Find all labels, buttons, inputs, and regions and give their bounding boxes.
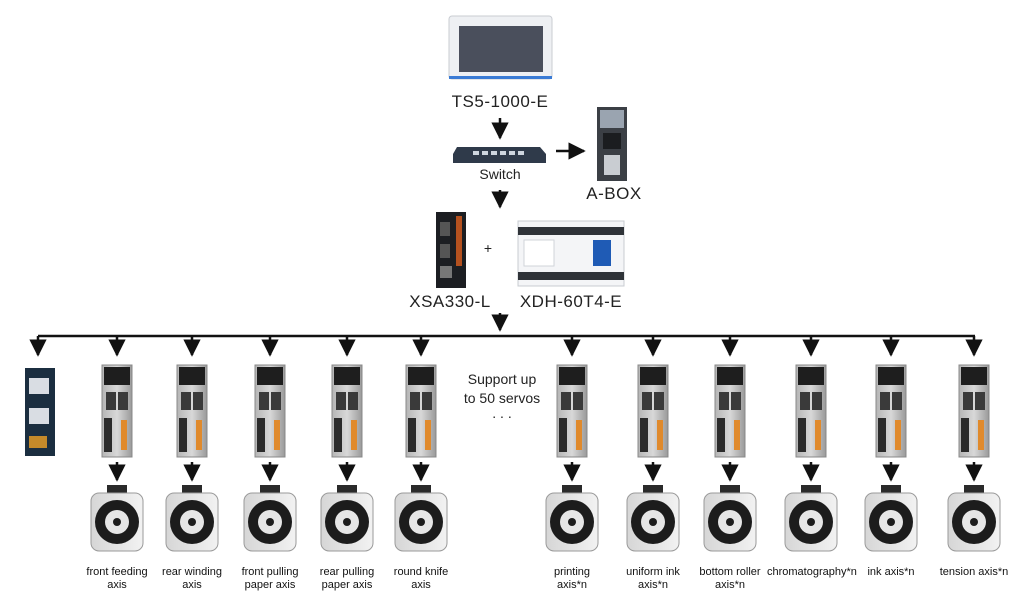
axis-label-line1: uniform ink — [626, 566, 680, 578]
servo-drive — [958, 364, 990, 458]
servo-motor — [947, 485, 1001, 552]
axis-label-line1: tension axis*n — [939, 566, 1009, 578]
servo-motor — [320, 485, 374, 552]
axis-label-line1: rear pulling — [319, 566, 375, 578]
servo-drive — [331, 364, 363, 458]
servo-motor — [165, 485, 219, 552]
axis-label-line2: axis — [182, 579, 202, 591]
axis-label: tension axis*n — [930, 566, 1018, 579]
servo-drive — [875, 364, 907, 458]
remote-io-module — [25, 368, 55, 456]
axis-label-line1: bottom roller — [699, 566, 761, 578]
abox-label: A-BOX — [586, 184, 642, 203]
axis-label-line2: axis — [411, 579, 431, 591]
plus-sign: + — [483, 240, 493, 256]
axis-label-line2: paper axis — [321, 579, 373, 591]
servo-drive — [176, 364, 208, 458]
axis-label-line1: ink axis*n — [867, 566, 915, 578]
hmi-device — [448, 15, 553, 80]
controller-label: XSA330-L — [409, 292, 491, 311]
servo-motor — [626, 485, 680, 552]
servo-motor — [90, 485, 144, 552]
servo-drive — [795, 364, 827, 458]
servo-drive — [254, 364, 286, 458]
axis-label-line2: axis*n — [638, 579, 668, 591]
servo-motor — [784, 485, 838, 552]
servo-motor — [394, 485, 448, 552]
axis-label-line1: rear winding — [162, 566, 222, 578]
axis-label-line1: printing — [553, 566, 591, 578]
axis-label: chromatography*n — [767, 566, 857, 579]
servo-limit-ellipsis: . . . — [492, 405, 512, 421]
axis-label-line1: chromatography*n — [767, 566, 857, 578]
axis-label-line1: front feeding — [86, 566, 148, 578]
servo-drive — [714, 364, 746, 458]
servo-limit-note-line1: Support up — [467, 371, 537, 387]
servo-limit-note-line2: to 50 servos — [463, 390, 541, 406]
switch-device — [453, 147, 546, 163]
axis-label-line2: paper axis — [244, 579, 296, 591]
switch-label: Switch — [479, 166, 521, 182]
servo-drive — [405, 364, 437, 458]
axis-label-line2: axis*n — [557, 579, 587, 591]
axis-label-line1: round knife — [393, 566, 449, 578]
servo-drive — [101, 364, 133, 458]
servo-drive — [556, 364, 588, 458]
axis-label-line2: axis*n — [715, 579, 745, 591]
plc-label: XDH-60T4-E — [519, 292, 623, 311]
axis-label-line2: axis — [107, 579, 127, 591]
hmi-label: TS5-1000-E — [451, 92, 549, 111]
plc-device — [517, 220, 625, 287]
servo-motor — [864, 485, 918, 552]
servo-motor — [703, 485, 757, 552]
controller-device — [436, 212, 466, 288]
axis-label-line1: front pulling — [241, 566, 299, 578]
abox-device — [597, 107, 627, 181]
servo-drive — [637, 364, 669, 458]
axis-label: ink axis*n — [847, 566, 935, 579]
servo-motor — [545, 485, 599, 552]
servo-motor — [243, 485, 297, 552]
